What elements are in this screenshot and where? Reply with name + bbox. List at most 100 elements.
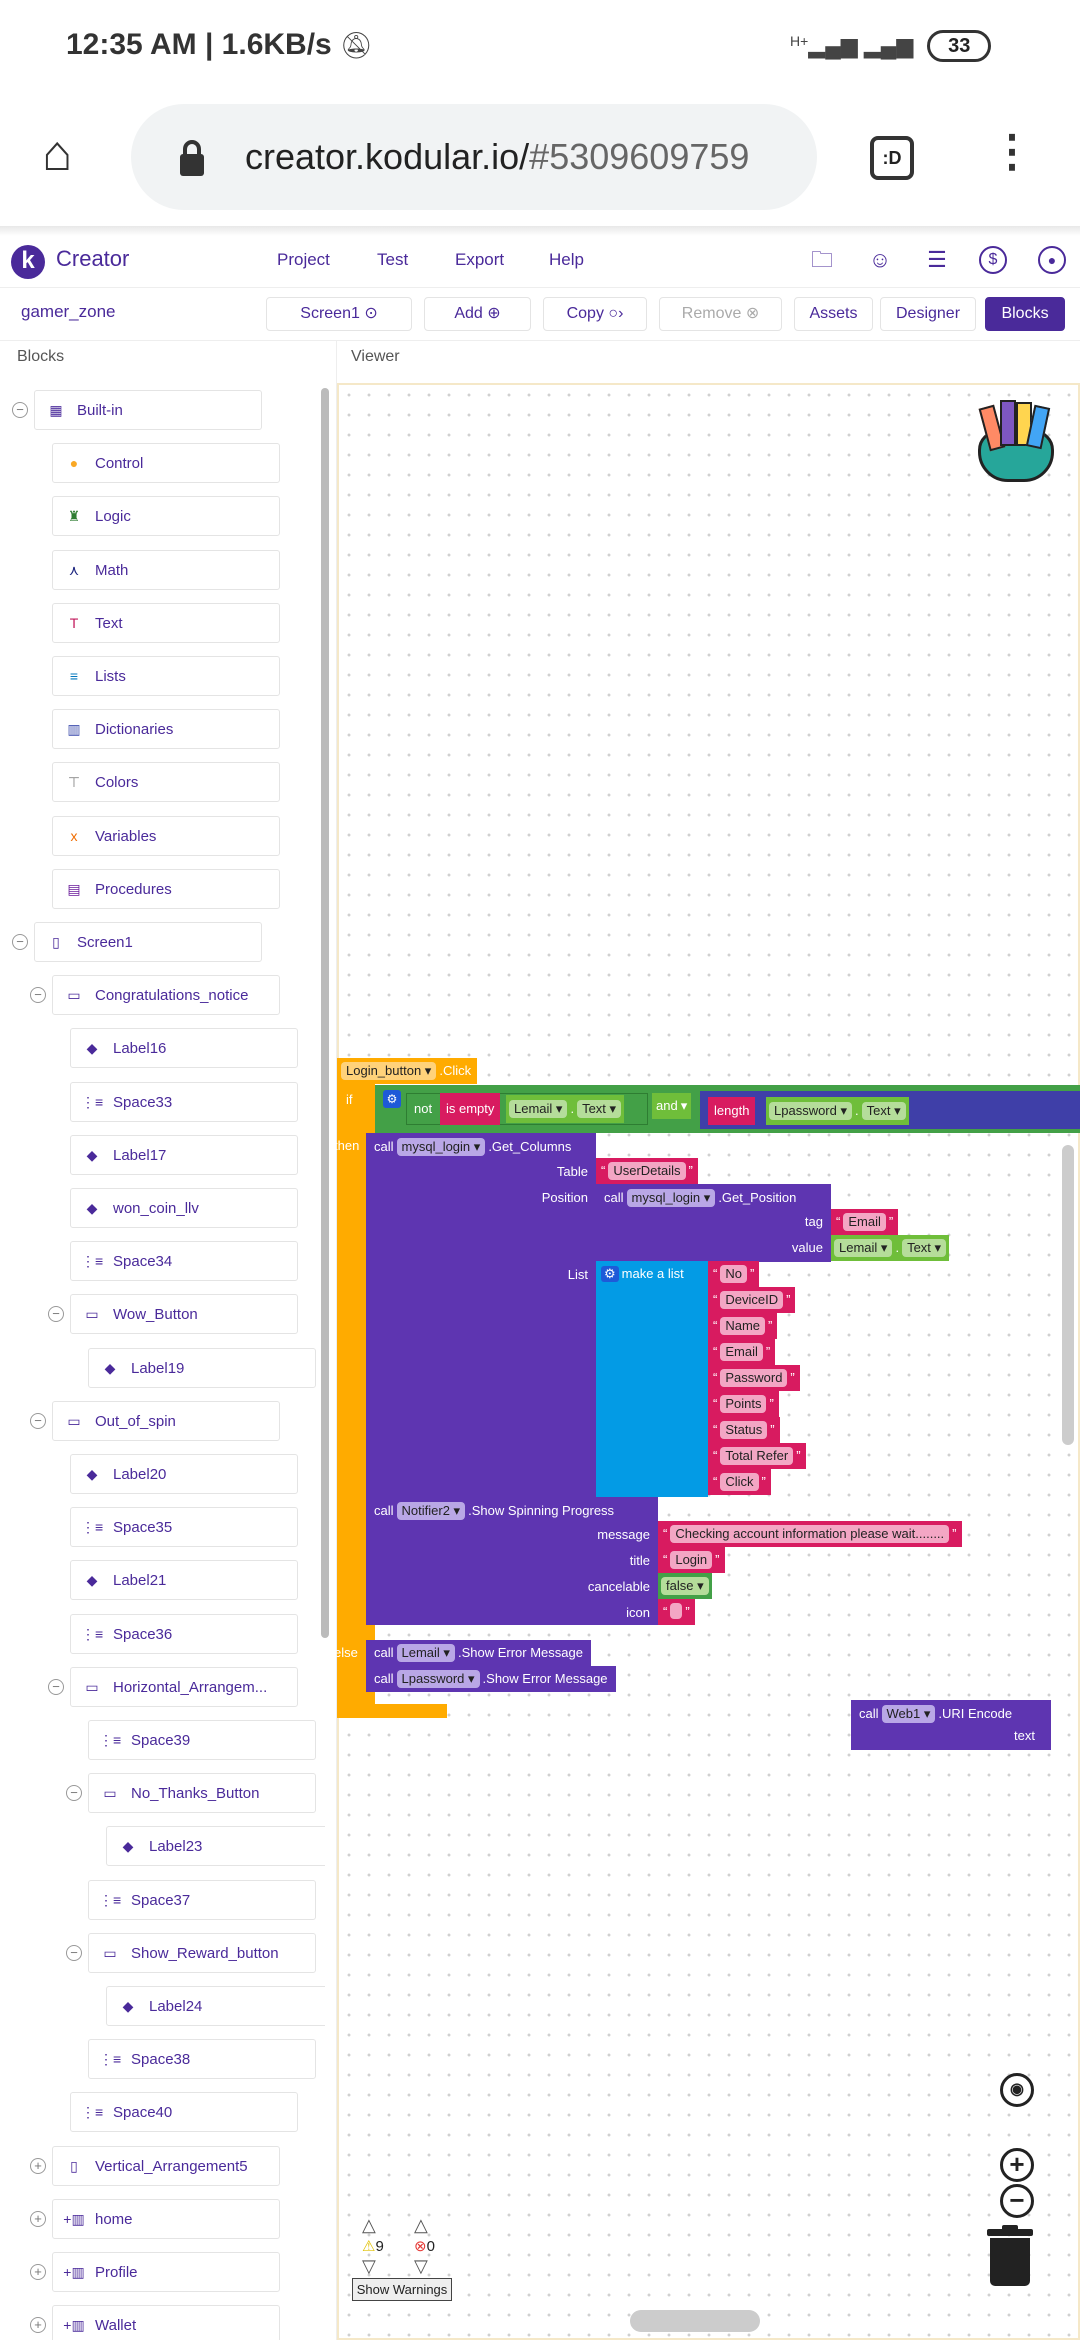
tree-item[interactable]: ▥Dictionaries	[52, 709, 280, 750]
and-dropdown[interactable]: and▾	[652, 1093, 692, 1119]
tree-item[interactable]: ⋮≡Space40	[70, 2092, 298, 2133]
prev-error-icon[interactable]: △	[414, 2215, 428, 2235]
tree-item[interactable]: ⋮≡Space39	[88, 1720, 316, 1760]
tree-item[interactable]: ▭Congratulations_notice	[52, 975, 280, 1016]
list-item-string-block[interactable]: “Points”	[708, 1391, 779, 1417]
expand-icon[interactable]: +	[30, 2317, 46, 2334]
component-dropdown[interactable]: Lpassword ▾	[396, 1670, 480, 1688]
string-value[interactable]: Status	[720, 1421, 768, 1439]
menu-test[interactable]: Test	[377, 250, 409, 269]
url-text[interactable]: creator.kodular.io/#5309609759	[245, 136, 749, 178]
menu-project[interactable]: Project	[277, 250, 330, 269]
tree-item[interactable]: ◆Label23	[106, 1826, 325, 1867]
tree-item[interactable]: ⋮≡Space36	[70, 1613, 298, 1654]
make-list-block[interactable]: ⚙make a list	[596, 1261, 708, 1497]
string-block[interactable]: “”	[658, 1599, 695, 1625]
menu-help[interactable]: Help	[549, 250, 584, 269]
url-bar[interactable]	[131, 104, 817, 210]
component-dropdown[interactable]: Notifier2 ▾	[396, 1502, 466, 1520]
screen-select[interactable]: Screen1 ⊙	[266, 297, 412, 331]
collapse-icon[interactable]: −	[66, 1785, 82, 1802]
tree-item[interactable]: ≡Lists	[52, 656, 280, 696]
tree-item[interactable]: ⊤Colors	[52, 762, 280, 803]
string-value[interactable]: Total Refer	[720, 1447, 794, 1465]
collapse-icon[interactable]: −	[66, 1944, 82, 1961]
property-dropdown[interactable]: Text ▾	[902, 1239, 947, 1257]
dollar-icon[interactable]: $	[979, 246, 1007, 274]
tree-item[interactable]: ▤Procedures	[52, 868, 280, 909]
expand-icon[interactable]: +	[30, 2157, 46, 2174]
tree-item[interactable]: ⋮≡Space34	[70, 1241, 298, 1282]
tree-item[interactable]: ⋮≡Space38	[88, 2039, 316, 2080]
tree-item[interactable]: ♜Logic	[52, 496, 280, 537]
list-item-string-block[interactable]: “No”	[708, 1261, 760, 1287]
kodular-logo[interactable]: k	[11, 245, 45, 279]
tree-item[interactable]: ◆Label24	[106, 1986, 325, 2026]
tree-item[interactable]: ◆Label17	[70, 1134, 298, 1175]
tree-item[interactable]: +▥Profile	[52, 2252, 280, 2292]
lemail-text-getter[interactable]: Lemail ▾.Text ▾	[506, 1095, 625, 1123]
expand-icon[interactable]: +	[30, 2264, 46, 2280]
tree-item[interactable]: ▦Built-in	[34, 390, 262, 430]
tree-scrollbar[interactable]	[321, 388, 329, 1638]
tree-item[interactable]: ◆Label20	[70, 1454, 298, 1494]
tree-item[interactable]: ◆Label21	[70, 1560, 298, 1601]
string-block[interactable]: “Login”	[658, 1547, 725, 1573]
string-value[interactable]: Name	[720, 1317, 766, 1335]
string-block[interactable]: “Email”	[831, 1209, 899, 1235]
designer-button[interactable]: Designer	[880, 297, 976, 331]
tree-item[interactable]: ▭Show_Reward_button	[88, 1932, 316, 1973]
string-block[interactable]: “Checking account information please wai…	[658, 1521, 962, 1547]
tree-item[interactable]: ▭Wow_Button	[70, 1294, 298, 1335]
gear-icon[interactable]: ⚙	[601, 1266, 619, 1282]
collapse-icon[interactable]: −	[30, 987, 46, 1004]
tree-item[interactable]: ◆Label16	[70, 1028, 298, 1069]
tree-item[interactable]: ▭No_Thanks_Button	[88, 1773, 316, 1814]
component-dropdown[interactable]: Lpassword ▾	[769, 1102, 853, 1120]
tree-item[interactable]: ▭Horizontal_Arrangem...	[70, 1666, 298, 1707]
add-screen-button[interactable]: Add ⊕	[424, 297, 531, 331]
component-dropdown[interactable]: Lemail ▾	[396, 1644, 455, 1662]
string-value[interactable]: Password	[720, 1369, 788, 1387]
docs-icon[interactable]: ☰	[927, 247, 947, 272]
list-item-string-block[interactable]: “Email”	[708, 1339, 776, 1365]
collapse-icon[interactable]: −	[48, 1306, 64, 1323]
length-block[interactable]: length	[708, 1097, 756, 1125]
when-login-click-block[interactable]: Login_button ▾.Click	[337, 1058, 478, 1084]
workspace-horizontal-scrollbar[interactable]	[630, 2310, 760, 2332]
tab-switcher-button[interactable]: :D	[870, 136, 914, 180]
string-value[interactable]: Checking account information please wait…	[670, 1525, 950, 1543]
component-dropdown[interactable]: Web1 ▾	[881, 1705, 936, 1723]
component-dropdown[interactable]: mysql_login ▾	[626, 1189, 716, 1207]
list-item-string-block[interactable]: “Click”	[708, 1469, 771, 1495]
string-value[interactable]: Login	[670, 1551, 713, 1569]
tree-item[interactable]: ◆won_coin_llv	[70, 1188, 298, 1228]
list-item-string-block[interactable]: “Password”	[708, 1365, 800, 1391]
prev-warning-icon[interactable]: △	[362, 2215, 376, 2235]
string-value[interactable]: DeviceID	[720, 1291, 784, 1309]
home-icon[interactable]: ⌂	[42, 125, 73, 181]
zoom-in-icon[interactable]: +	[1000, 2148, 1034, 2182]
lpassword-text-getter[interactable]: Lpassword ▾.Text ▾	[766, 1097, 909, 1125]
list-item-string-block[interactable]: “DeviceID”	[708, 1287, 796, 1313]
blocks-button[interactable]: Blocks	[985, 297, 1065, 331]
list-item-string-block[interactable]: “Total Refer”	[708, 1443, 806, 1469]
tree-item[interactable]: ●Control	[52, 443, 280, 484]
collapse-icon[interactable]: −	[12, 934, 28, 950]
string-value[interactable]	[670, 1603, 683, 1619]
tree-item[interactable]: ⋮≡Space35	[70, 1507, 298, 1548]
workspace-vertical-scrollbar[interactable]	[1062, 1145, 1074, 1445]
gear-icon[interactable]: ⚙	[383, 1090, 401, 1108]
backpack-icon[interactable]	[970, 400, 1062, 488]
component-dropdown[interactable]: mysql_login ▾	[396, 1138, 486, 1156]
tree-item[interactable]: ◆Label19	[88, 1347, 316, 1388]
tree-item[interactable]: ⋏Math	[52, 549, 280, 590]
recenter-icon[interactable]: ◉	[1000, 2073, 1034, 2107]
zoom-out-icon[interactable]: −	[1000, 2184, 1034, 2218]
property-dropdown[interactable]: Text ▾	[577, 1100, 622, 1118]
